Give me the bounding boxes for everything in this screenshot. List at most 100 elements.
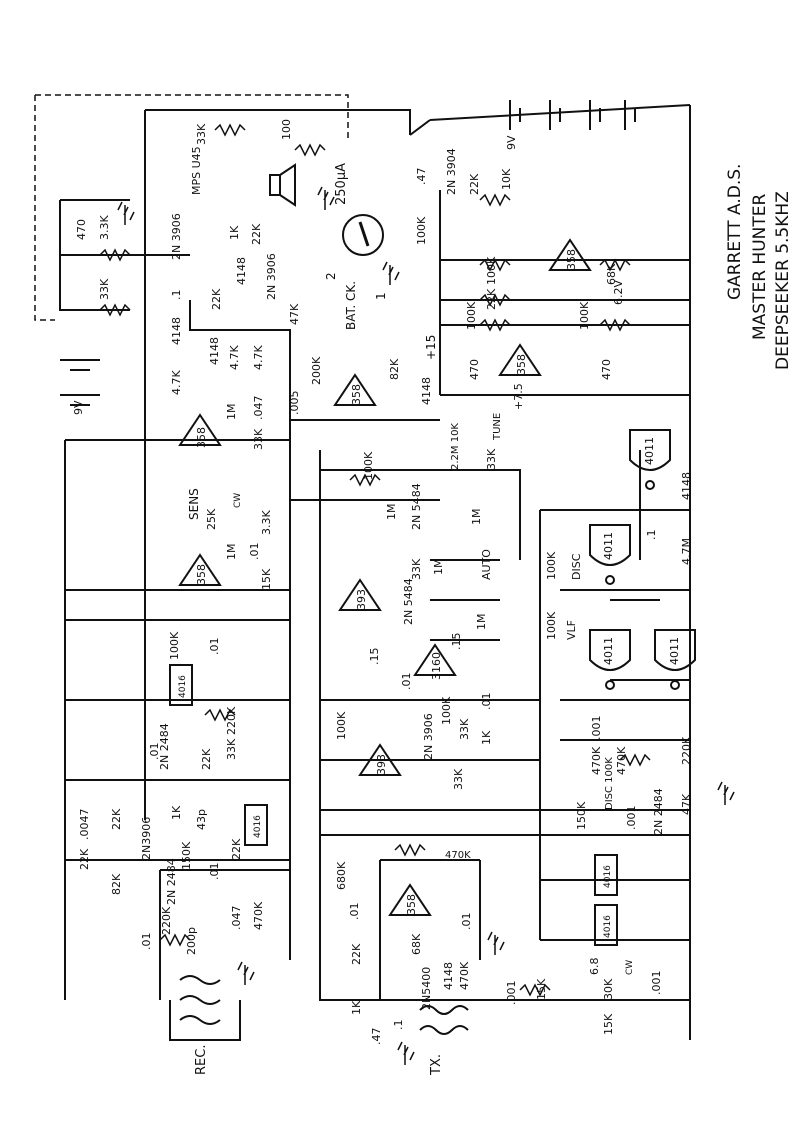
component-100k-c: 100K (465, 301, 478, 330)
ic-4011-label: 4011 (668, 637, 681, 665)
component-01-d: .01 (208, 863, 221, 881)
component-100k-b: 100K (485, 256, 498, 285)
component-1-b: .1 (645, 530, 658, 541)
component-01-h: .01 (348, 903, 361, 921)
component-22k-f: 22K (110, 808, 123, 830)
component-4148-c: 4148 (208, 337, 221, 365)
component-3-3k-b: 3.3K (260, 510, 273, 535)
component-01-g: .01 (480, 693, 493, 711)
component-43p: 43p (195, 809, 208, 830)
transistor-2n5484: 2N 5484 (410, 483, 423, 530)
component-001-b: .001 (625, 806, 638, 831)
supply-plus15: +15 (424, 335, 438, 360)
component-33k-d: 33K (485, 448, 498, 470)
ic-4016-label: 4016 (178, 675, 188, 698)
component-470k-e: 470K (458, 961, 471, 990)
component-15k-b: 15K (535, 978, 548, 1000)
component-1m-d: 1M (432, 559, 445, 576)
rec-coil (169, 975, 241, 1041)
ic-4016-label: 4016 (603, 865, 613, 888)
component-470k-b: 470K (590, 746, 603, 775)
tune-pot-label: 2.2M 10K (450, 423, 461, 470)
component-47: .47 (415, 168, 428, 186)
component-200k: 200K (310, 356, 323, 385)
battery-check-label: BAT. CK. (344, 281, 358, 330)
meter-label: 250µA (334, 163, 349, 205)
component-150k-b: 150K (575, 801, 588, 830)
transistor-2n5400: 2N5400 (420, 967, 433, 1010)
component-047-b: .047 (230, 906, 243, 931)
component-470k-d: 470K (445, 850, 471, 861)
transistor-2n3906: 2N 3906 (422, 713, 435, 760)
component-15: .15 (368, 648, 381, 666)
component-22k: 22K (250, 223, 263, 245)
ic-4016-label: 4016 (603, 915, 613, 938)
component-47k: 47K (288, 303, 301, 325)
component-001-d: .001 (650, 971, 663, 996)
component-82k: 82K (388, 358, 401, 380)
component-22k-h: 22K (78, 848, 91, 870)
transistor-2n3906: 2N 3906 (170, 213, 183, 260)
rec-label: REC. (194, 1045, 209, 1075)
component-100k: 100K (415, 216, 428, 245)
component-47-b: .47 (370, 1028, 383, 1046)
component-4-7m: 4.7M (680, 538, 693, 565)
ic-358-label: 358 (565, 249, 578, 270)
component-33k-c: 33K (252, 428, 265, 450)
title-line-1: GARRETT A.D.S. (725, 164, 745, 300)
component-001-c: .001 (505, 981, 518, 1006)
transistor-2n3906: 2N 3906 (265, 253, 278, 300)
component-470-b: 470 (468, 359, 481, 380)
battery-bank-top (509, 100, 636, 130)
sens-label: SENS (187, 488, 201, 520)
component-82k: 82K (110, 873, 123, 895)
component-01-e: .01 (140, 933, 153, 951)
disc-label: DISC (570, 553, 583, 580)
zener-label: 6.2V (612, 280, 625, 305)
ic-358-label: 358 (405, 894, 418, 915)
title-line-2: MASTER HUNTER (750, 194, 770, 340)
component-22k-e: 22K (200, 748, 213, 770)
component-100k-j: 100K (545, 611, 558, 640)
component-100k-i: 100K (545, 551, 558, 580)
ic-393-label: 393 (375, 754, 388, 775)
component-1k: 1K (228, 225, 241, 240)
disc-pot-label: DISC 100K (604, 757, 615, 810)
ic-393-label: 393 (355, 589, 368, 610)
component-3-3k: 3.3K (98, 215, 111, 240)
component-100k-g: 100K (335, 711, 348, 740)
component-1m: 1M (225, 404, 238, 421)
component-4148-b: 4148 (170, 317, 183, 345)
component-005: .005 (288, 391, 301, 416)
component-68k: 68K (410, 933, 423, 955)
component-1m-f: 1M (225, 544, 238, 561)
component-470k: 470K (252, 901, 265, 930)
wiring (59, 104, 691, 1040)
ic-4011-label: 4011 (602, 637, 615, 665)
component-30k: 30K (602, 978, 615, 1000)
battery-label: 9V (505, 135, 518, 150)
component-47k-b: 47K (680, 793, 693, 815)
meter-symbol (342, 214, 384, 256)
dashed-switch-link (34, 94, 349, 321)
component-470: 470 (75, 219, 88, 240)
battery-label-left: 9V (72, 400, 85, 415)
resistor-symbols (99, 123, 651, 997)
component-22k-i: 22K (350, 943, 363, 965)
ic-3160-label: 3160 (430, 652, 443, 680)
component-01-c: .01 (148, 743, 161, 761)
ic-4016-label: 4016 (253, 815, 263, 838)
component-1m-c: 1M (470, 509, 483, 526)
component-4-7k-b: 4.7K (228, 345, 241, 370)
component-cw: CW (625, 960, 635, 975)
ic-358-label: 358 (515, 354, 528, 375)
component-1m-e: 1M (475, 614, 488, 631)
component-22k-g: 22K (230, 838, 243, 860)
component-01-f: .01 (400, 673, 413, 691)
opamp-symbols (178, 238, 592, 916)
component-047: .047 (252, 396, 265, 421)
transistor-2n3906b: 2N3906 (140, 817, 153, 860)
ic-358-label: 358 (350, 384, 363, 405)
component-22k-c: 22K (468, 173, 481, 195)
component-33k-b: 33K (98, 278, 111, 300)
